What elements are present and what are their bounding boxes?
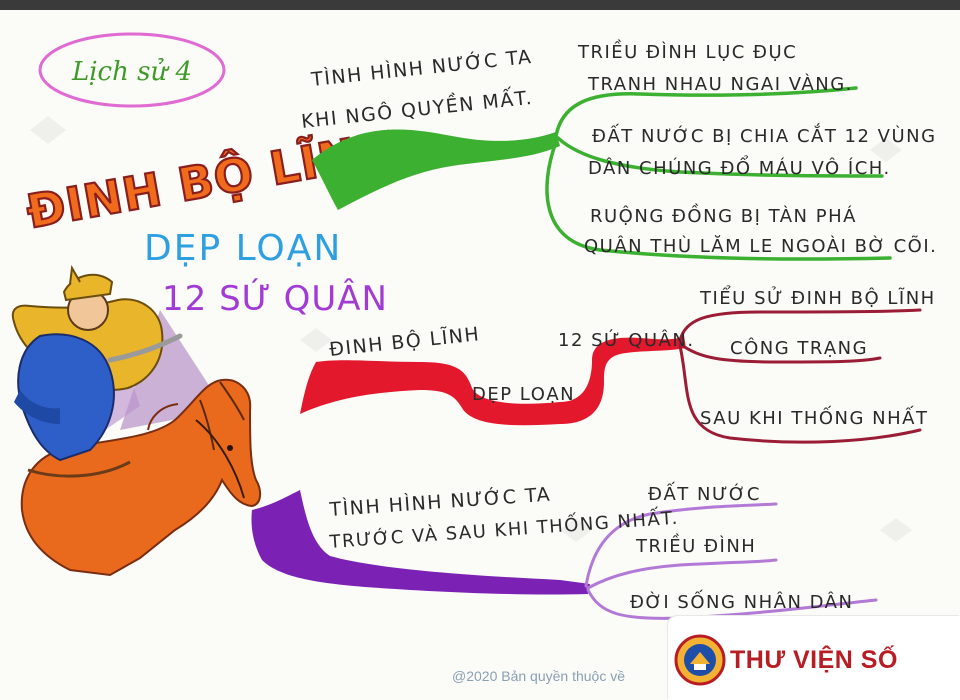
brand-logo[interactable]: THƯ VIỆN SỐ: [668, 616, 960, 700]
mind-map-canvas: Lịch sử 4 ĐINH BỘ LĨNH DẸP LOẠN 12 SỨ QU…: [11, 32, 937, 620]
branch-3-child-3: ĐỜI SỐNG NHÂN DÂN: [630, 589, 853, 613]
brand-name: THƯ VIỆN SỐ: [730, 646, 898, 674]
subtitle-line-2: 12 SỨ QUÂN: [162, 278, 388, 319]
branch-1-label-line-1: TÌNH HÌNH NƯỚC TA: [309, 44, 533, 91]
horse-body: [20, 378, 262, 577]
window-top-strip: [0, 0, 960, 10]
branch-2-child-2: CÔNG TRẠNG: [730, 337, 868, 359]
branch-1-child-2-line-2: DÂN CHÚNG ĐỔ MÁU VÔ ÍCH.: [588, 155, 891, 179]
branch-3-ribbon: [251, 490, 590, 595]
branch-1-child-1-line-1: TRIỀU ĐÌNH LỤC ĐỤC: [577, 39, 797, 63]
branch-3-child-1: ĐẤT NƯỚC: [648, 481, 761, 505]
branch-3: TÌNH HÌNH NƯỚC TA TRƯỚC VÀ SAU KHI THỐNG…: [251, 481, 878, 620]
branch-2-child-1: TIỂU SỬ ĐINH BỘ LĨNH: [699, 285, 936, 309]
branch-2-label: ĐINH BỘ LĨNH: [328, 321, 481, 361]
badge-text: Lịch sử 4: [71, 57, 192, 87]
badge-outline: [38, 32, 226, 108]
branch-2-child-3: SAU KHI THỐNG NHẤT: [700, 405, 928, 429]
branch-1-child-1-line-2: TRANH NHAU NGAI VÀNG.: [587, 73, 853, 95]
branch-2-connectors: [678, 308, 922, 444]
sword: [107, 333, 183, 363]
branch-3-label-line-1: TÌNH HÌNH NƯỚC TA: [328, 482, 552, 521]
branch-2-label-mid: DẸP LOẠN: [472, 384, 575, 405]
branch-2: ĐINH BỘ LĨNH DẸP LOẠN 12 SỨ QUÂN. TIỂU S…: [300, 285, 936, 444]
rider-illustration: [11, 264, 262, 577]
branch-1-child-3-line-2: QUÂN THÙ LĂM LE NGOÀI BỜ CÕI.: [584, 235, 937, 257]
subtitle-line-1: DẸP LOẠN: [144, 228, 342, 269]
branch-2-ribbon: [300, 336, 686, 426]
branch-1-ribbon: [312, 129, 560, 210]
rider-body: [17, 333, 115, 462]
branch-1-label-line-2: KHI NGÔ QUYỀN MẤT.: [300, 84, 534, 133]
branch-3-child-2: TRIỀU ĐÌNH: [635, 533, 756, 557]
branch-1-connectors: [545, 86, 892, 261]
mind-map-sheet: Lịch sử 4 ĐINH BỘ LĨNH DẸP LOẠN 12 SỨ QU…: [0, 10, 960, 688]
branch-1: TÌNH HÌNH NƯỚC TA KHI NGÔ QUYỀN MẤT. TRI…: [300, 39, 937, 261]
branch-1-child-3-line-1: RUỘNG ĐỒNG BỊ TÀN PHÁ: [590, 203, 857, 227]
subject-badge: Lịch sử 4: [38, 32, 226, 108]
copyright-text: @2020 Bản quyền thuộc về: [452, 668, 626, 684]
brand-emblem-icon: [674, 634, 726, 686]
branch-2-label-end: 12 SỨ QUÂN.: [558, 329, 695, 351]
branch-1-child-2-line-1: ĐẤT NƯỚC BỊ CHIA CẮT 12 VÙNG: [592, 123, 937, 147]
